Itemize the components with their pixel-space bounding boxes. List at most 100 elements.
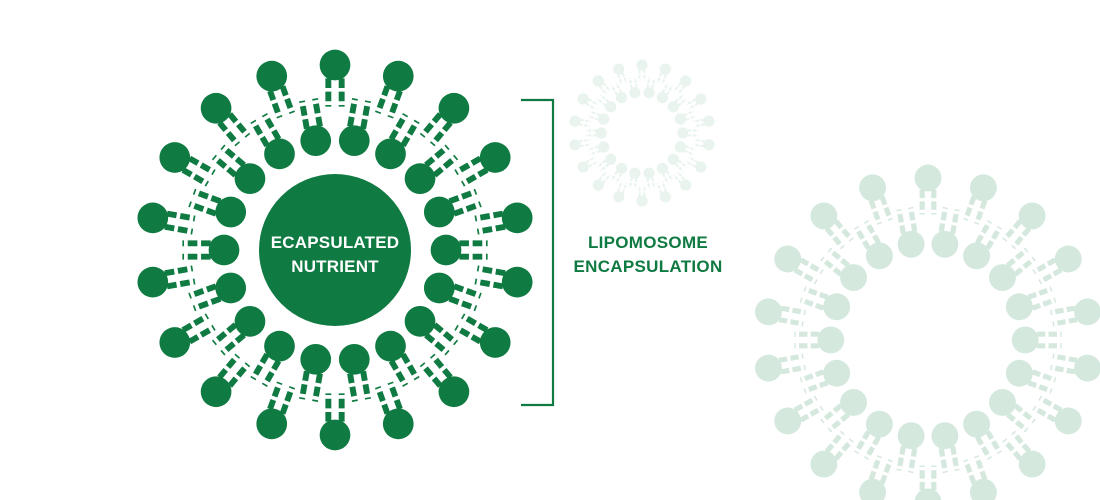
inner-lipid [931, 422, 960, 474]
lipid-head [615, 162, 628, 174]
lipid-head [755, 298, 782, 326]
lipid-head [695, 161, 707, 173]
lipid-head [215, 272, 247, 304]
lipid-head [897, 230, 925, 258]
inner-lipid [1005, 286, 1057, 321]
lipid-head [569, 139, 581, 151]
inner-lipid [404, 144, 459, 195]
lipid-head [200, 92, 232, 124]
inner-lipid [423, 188, 482, 228]
lipid-head [840, 389, 867, 416]
lipid-head [613, 191, 625, 203]
lipid-head [636, 195, 648, 207]
outer-lipid [963, 174, 997, 225]
main-liposome [137, 49, 533, 451]
lipid-head [1005, 359, 1033, 387]
inner-lipid [430, 234, 488, 266]
lipid-head [430, 234, 462, 266]
lipid-head [382, 60, 414, 92]
inner-lipid [674, 110, 696, 125]
lipid-head [643, 87, 655, 99]
lipid-head [577, 161, 589, 173]
inner-lipid [588, 110, 610, 125]
lipid-head [755, 354, 782, 382]
inner-lipid [667, 94, 688, 113]
lipid-head [338, 343, 370, 375]
lipid-head [200, 376, 232, 408]
lipid-head [859, 478, 887, 500]
lipid-head [1074, 354, 1100, 382]
lipid-head [592, 75, 604, 87]
inner-lipid [853, 410, 893, 460]
lipid-head [208, 234, 240, 266]
lipid-head [1011, 326, 1039, 354]
outer-lipid [159, 142, 216, 187]
outer-lipid [656, 181, 671, 203]
inner-lipid [896, 422, 925, 474]
lipid-head [989, 389, 1016, 416]
outer-lipid [374, 60, 414, 119]
lipid-head [598, 141, 610, 153]
inner-lipid [667, 153, 688, 172]
lipid-head [674, 141, 686, 153]
lipid-head [636, 59, 648, 71]
lipid-head [1054, 407, 1082, 435]
outer-lipid [914, 465, 942, 500]
inner-lipid [656, 82, 674, 104]
lipid-head [605, 101, 617, 113]
inner-lipid [182, 234, 240, 266]
inner-lipid [375, 330, 420, 387]
lipid-head [897, 422, 925, 450]
lipid-head [659, 63, 671, 75]
outer-lipid [693, 138, 715, 151]
inner-lipid [820, 247, 867, 291]
lipid-head [300, 125, 332, 157]
lipid-head [501, 266, 533, 298]
outer-lipid [569, 138, 591, 151]
outer-lipid [810, 430, 854, 478]
inner-lipid [423, 272, 482, 312]
lipid-head [382, 408, 414, 440]
outer-lipid [685, 156, 707, 173]
outer-lipid [774, 245, 824, 285]
inner-lipid [211, 144, 266, 195]
inner-lipid [585, 127, 607, 139]
lipid-head [438, 376, 470, 408]
lipid-head [680, 179, 692, 191]
lipid-head [774, 245, 802, 273]
lipid-head [319, 49, 351, 81]
lipid-head [1074, 298, 1100, 326]
nutrient-label-line2: NUTRIENT [291, 257, 379, 276]
inner-lipid [628, 77, 641, 99]
lipid-head [615, 92, 628, 104]
outer-lipid [256, 60, 296, 119]
inner-lipid [963, 410, 1003, 460]
lipid-head [598, 113, 610, 125]
inner-lipid [250, 330, 295, 387]
outer-lipid [577, 156, 599, 173]
lipid-head [680, 75, 692, 87]
outer-lipid [319, 393, 351, 451]
lipid-head [1018, 202, 1046, 230]
lipid-head [629, 87, 641, 99]
lipid-head [656, 162, 669, 174]
outer-lipid [200, 92, 251, 147]
lipid-head [404, 305, 436, 337]
lipid-head [264, 330, 295, 362]
inner-lipid [610, 82, 628, 104]
inner-lipid [1005, 359, 1057, 394]
outer-lipid [474, 265, 533, 298]
lipid-head [137, 266, 169, 298]
lipid-head [865, 242, 893, 270]
lipid-head [674, 113, 686, 125]
inner-lipid [188, 188, 247, 228]
outer-lipid [137, 202, 196, 235]
lipid-head [969, 174, 997, 202]
lipid-head [823, 359, 851, 387]
outer-lipid [613, 63, 628, 85]
inner-lipid [896, 206, 925, 258]
lipid-head [592, 179, 604, 191]
inner-lipid [643, 77, 656, 99]
inner-lipid [799, 286, 851, 321]
